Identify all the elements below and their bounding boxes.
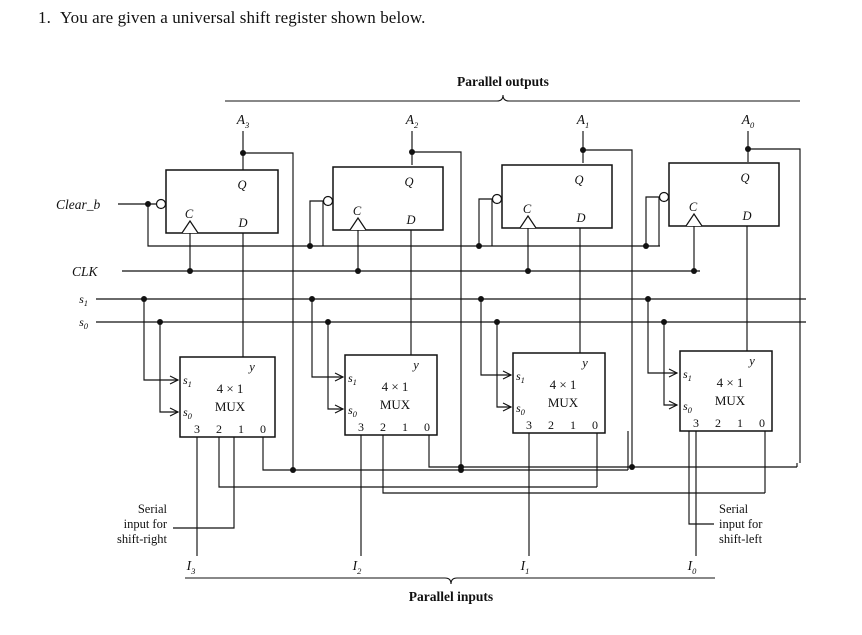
- mux-y-to-d-wires: [242, 226, 748, 357]
- parallel-outputs-group: Parallel outputs: [225, 74, 800, 102]
- serial-right-line2: input for: [124, 517, 168, 531]
- mux-0-pin-1: 1: [737, 416, 743, 430]
- parallel-inputs-group: Parallel inputs: [185, 577, 715, 604]
- question-body: You are given a universal shift register…: [59, 8, 426, 27]
- clk-net: CLK: [72, 226, 700, 279]
- clear-b-label: Clear_b: [56, 197, 101, 212]
- ff-a0-d-label: D: [741, 209, 751, 223]
- mux-3-type-line1: 4 × 1: [217, 381, 244, 396]
- mux-2-pin-1: 1: [402, 420, 408, 434]
- output-labels: A3 A2 A1 A0: [236, 112, 755, 130]
- mux-1-s1-label: s1: [516, 369, 525, 385]
- s0-net: s0: [79, 315, 806, 417]
- serial-right-line3: shift-right: [117, 532, 168, 546]
- mux-0-pin-3: 3: [693, 416, 699, 430]
- ff-a3-c-label: C: [185, 207, 194, 221]
- serial-left-line1: Serial: [719, 502, 749, 516]
- input-label-i0: I0: [687, 558, 698, 576]
- serial-input-shift-right: Serial input for shift-right: [117, 437, 235, 546]
- question-text: 1. You are given a universal shift regist…: [38, 8, 426, 28]
- output-label-a0: A0: [741, 112, 755, 130]
- ff-a1-q-label: Q: [574, 173, 583, 187]
- mux-3-type-line2: MUX: [215, 399, 246, 414]
- ff-a2-c-label: C: [353, 204, 362, 218]
- mux-1-pin-0: 0: [592, 418, 598, 432]
- mux-1-pin-1: 1: [570, 418, 576, 432]
- mux-0-y-label: y: [747, 354, 755, 368]
- flipflop-a2: Q C D: [322, 166, 444, 231]
- mux-1-pin-2: 2: [548, 418, 554, 432]
- mux-0: y s1 s0 4 × 1 MUX 3 2 1 0: [679, 350, 773, 432]
- mux-3-pin-2: 2: [216, 422, 222, 436]
- mux-1: y s1 s0 4 × 1 MUX 3 2 1 0: [512, 352, 606, 434]
- parallel-inputs-label: Parallel inputs: [409, 589, 493, 604]
- mux-0-pin-2: 2: [715, 416, 721, 430]
- mux-3-s1-label: s1: [183, 373, 192, 389]
- flipflop-a0: Q C D: [658, 162, 780, 227]
- mux-1-type-line1: 4 × 1: [550, 377, 577, 392]
- mux-2-s0-label: s0: [348, 403, 358, 419]
- clear-b-net: Clear_b: [56, 196, 660, 249]
- parallel-inputs-brace: [185, 577, 715, 585]
- mux-3-pin-1: 1: [238, 422, 244, 436]
- serial-left-line2: input for: [719, 517, 763, 531]
- parallel-outputs-brace: [225, 94, 800, 102]
- mux-0-pin-0: 0: [759, 416, 765, 430]
- output-label-a2: A2: [405, 112, 419, 130]
- ff-a1-d-label: D: [575, 211, 585, 225]
- ff-a1-c-label: C: [523, 202, 532, 216]
- feedback-bus-wires: [218, 431, 798, 494]
- question-number: 1.: [38, 8, 51, 27]
- serial-left-line3: shift-left: [719, 532, 763, 546]
- mux-1-pin-3: 3: [526, 418, 532, 432]
- mux-3-s0-label: s0: [183, 405, 193, 421]
- mux-1-y-label: y: [580, 356, 588, 370]
- output-label-a1: A1: [576, 112, 590, 130]
- parallel-input-wires: I3 I2 I1 I0: [186, 431, 698, 576]
- input-label-i3: I3: [186, 558, 196, 576]
- mux-2-type-line1: 4 × 1: [382, 379, 409, 394]
- s1-label: s1: [79, 292, 88, 308]
- flipflop-a1: Q C D: [491, 164, 613, 229]
- mux-2-y-label: y: [411, 358, 419, 372]
- mux-2: y s1 s0 4 × 1 MUX 3 2 1 0: [344, 354, 438, 436]
- mux-0-s1-label: s1: [683, 367, 692, 383]
- mux-2-pin-0: 0: [424, 420, 430, 434]
- mux-1-s0-label: s0: [516, 401, 526, 417]
- parallel-outputs-label: Parallel outputs: [457, 74, 549, 89]
- ff-a0-q-label: Q: [740, 171, 749, 185]
- mux-3-y-label: y: [247, 360, 255, 374]
- mux-3-pin-0: 0: [260, 422, 266, 436]
- q-feedback-wires: [243, 148, 801, 470]
- output-label-a3: A3: [236, 112, 250, 130]
- serial-right-line1: Serial: [138, 502, 168, 516]
- s0-label: s0: [79, 315, 89, 331]
- flipflop-a3: Q C D: [155, 169, 279, 234]
- mux-2-s1-label: s1: [348, 371, 357, 387]
- mux-0-s0-label: s0: [683, 399, 693, 415]
- ff-a3-d-label: D: [237, 216, 247, 230]
- mux-3-pin-3: 3: [194, 422, 200, 436]
- mux-0-type-line2: MUX: [715, 393, 746, 408]
- ff-a2-d-label: D: [405, 213, 415, 227]
- mux-2-type-line2: MUX: [380, 397, 411, 412]
- serial-input-shift-left: Serial input for shift-left: [688, 431, 763, 546]
- clk-label: CLK: [72, 264, 99, 279]
- ff-a0-c-label: C: [689, 200, 698, 214]
- mux-2-pin-3: 3: [358, 420, 364, 434]
- ff-a2-q-label: Q: [404, 175, 413, 189]
- mux-2-pin-2: 2: [380, 420, 386, 434]
- input-label-i1: I1: [520, 558, 530, 576]
- mux-3: y s1 s0 4 × 1 MUX 3 2 1 0: [179, 356, 276, 438]
- input-label-i2: I2: [352, 558, 363, 576]
- s1-net: s1: [79, 292, 806, 385]
- mux-1-type-line2: MUX: [548, 395, 579, 410]
- mux-0-type-line1: 4 × 1: [717, 375, 744, 390]
- ff-a3-q-label: Q: [237, 178, 246, 192]
